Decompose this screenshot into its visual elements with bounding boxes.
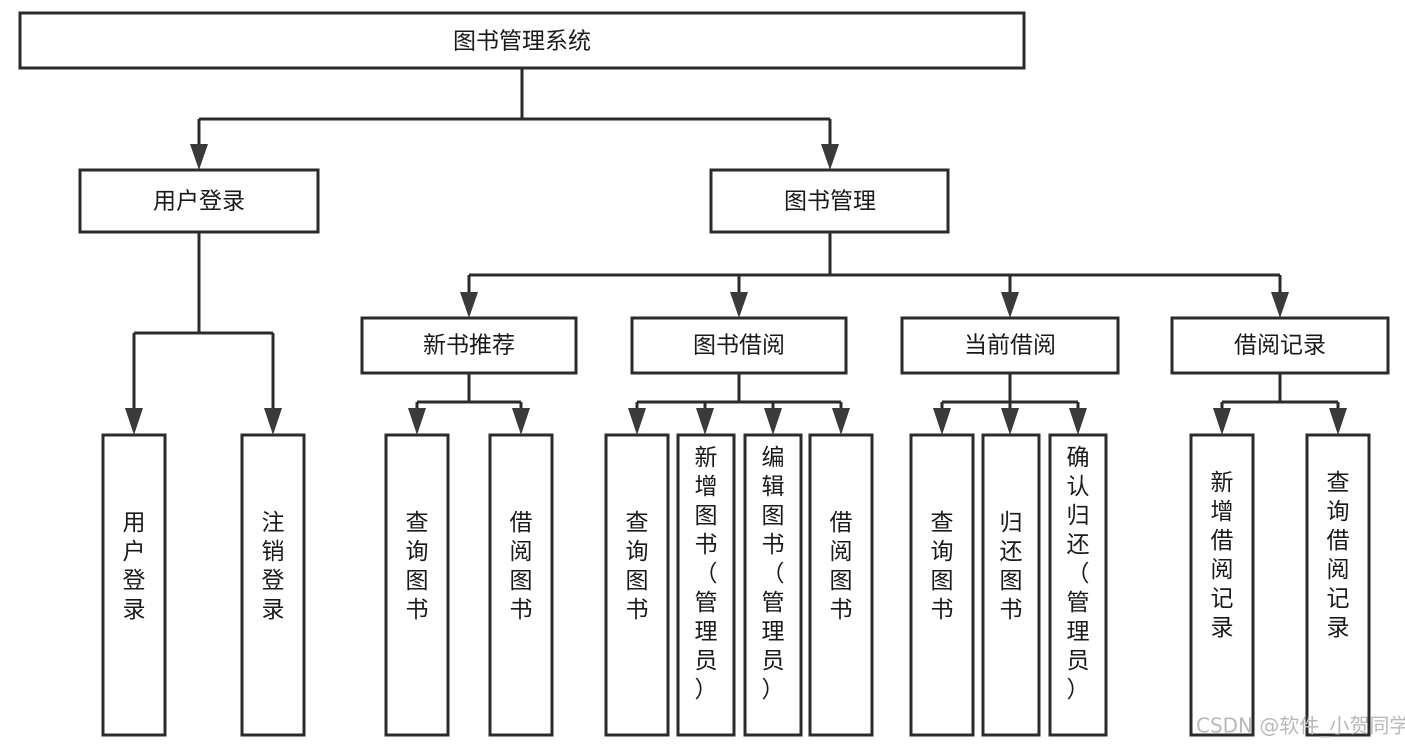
leaf-records-2-label: 查询借阅记录 [1327, 470, 1350, 641]
arrow-new-leaf2 [512, 408, 530, 435]
arrow-records-leaf2 [1329, 408, 1347, 435]
connector-group-borrow [628, 373, 850, 435]
node-book-borrow-box[interactable] [630, 316, 848, 375]
leaf-new-book-1-label: 查询图书 [406, 510, 429, 623]
leaf-current-1-label: 查询图书 [931, 510, 954, 623]
node-book-management-label: 图书管理 [784, 189, 876, 215]
leaf-borrow-4-label: 借阅图书 [830, 510, 853, 623]
leaf-current-2-box[interactable] [981, 433, 1041, 737]
leaf-user-login-2-box[interactable] [240, 433, 306, 737]
leaf-borrow-2[interactable]: 新增图书（管理员） [676, 433, 736, 737]
leaf-borrow-2-box[interactable] [676, 433, 736, 737]
node-book-borrow-label: 图书借阅 [693, 333, 785, 359]
connector-group-records [1213, 373, 1347, 435]
leaf-borrow-1[interactable]: 查询图书 [604, 433, 670, 737]
leaf-user-login-1-label: 用户登录 [123, 510, 146, 623]
arrow-bookmgmt-to-borrow [730, 292, 748, 318]
leaf-user-login-1-box[interactable] [101, 433, 167, 737]
arrow-records-leaf1 [1213, 408, 1231, 435]
node-root-label: 图书管理系统 [453, 29, 591, 55]
leaf-records-2-box[interactable] [1305, 433, 1371, 737]
node-book-management[interactable]: 图书管理 [709, 168, 950, 234]
node-user-login-label: 用户登录 [153, 189, 245, 215]
leaf-user-login-1[interactable]: 用户登录 [101, 433, 167, 737]
leaf-current-3-label: 确认归还（管理员） [1067, 445, 1090, 703]
leaf-current-1-box[interactable] [909, 433, 975, 737]
leaf-borrow-4-box[interactable] [808, 433, 874, 737]
leaf-user-login-2-label: 注销登录 [262, 510, 285, 623]
connector-group-new-book [408, 373, 530, 435]
arrow-current-leaf1 [933, 408, 951, 435]
arrow-new-leaf1 [408, 408, 426, 435]
node-new-book-recommend[interactable]: 新书推荐 [360, 316, 578, 375]
leaf-records-1-box[interactable] [1189, 433, 1255, 737]
node-new-book-recommend-label: 新书推荐 [423, 333, 515, 359]
node-root[interactable]: 图书管理系统 [18, 11, 1026, 70]
node-borrow-records-box[interactable] [1170, 316, 1390, 375]
node-root-box[interactable] [18, 11, 1026, 70]
leaf-records-2[interactable]: 查询借阅记录 [1305, 433, 1371, 737]
leaf-borrow-4[interactable]: 借阅图书 [808, 433, 874, 737]
arrow-bookmgmt-to-records [1271, 292, 1289, 318]
arrow-current-leaf3 [1069, 408, 1087, 435]
node-user-login[interactable]: 用户登录 [78, 168, 320, 234]
leaf-new-book-2[interactable]: 借阅图书 [488, 433, 554, 737]
connector-group-root [190, 68, 839, 170]
leaf-new-book-2-label: 借阅图书 [510, 510, 533, 623]
arrow-root-to-user [190, 144, 208, 170]
leaf-new-book-2-box[interactable] [488, 433, 554, 737]
leaf-borrow-3-box[interactable] [743, 433, 803, 737]
leaf-records-1[interactable]: 新增借阅记录 [1189, 433, 1255, 737]
node-current-borrow-box[interactable] [900, 316, 1120, 375]
leaf-borrow-2-label: 新增图书（管理员） [695, 445, 718, 703]
leaf-borrow-1-box[interactable] [604, 433, 670, 737]
arrow-bookmgmt-to-new [460, 292, 478, 318]
arrow-root-to-bookmgmt [821, 144, 839, 170]
leaf-borrow-3-label: 编辑图书（管理员） [762, 445, 785, 703]
arrow-borrow-leaf4 [832, 408, 850, 435]
connector-group-current [933, 373, 1087, 435]
leaf-new-book-1-box[interactable] [384, 433, 450, 737]
arrow-bookmgmt-to-current [1001, 292, 1019, 318]
leaf-current-1[interactable]: 查询图书 [909, 433, 975, 737]
leaf-borrow-3[interactable]: 编辑图书（管理员） [743, 433, 803, 737]
leaf-user-login-2[interactable]: 注销登录 [240, 433, 306, 737]
leaf-current-3-box[interactable] [1048, 433, 1108, 737]
leaf-current-2[interactable]: 归还图书 [981, 433, 1041, 737]
node-borrow-records-label: 借阅记录 [1234, 333, 1326, 359]
leaf-borrow-1-label: 查询图书 [626, 510, 649, 623]
connector-group-book-mgmt [460, 232, 1289, 318]
arrow-user-leaf1 [125, 408, 143, 435]
node-current-borrow-label: 当前借阅 [964, 333, 1056, 359]
node-user-login-box[interactable] [78, 168, 320, 234]
node-book-management-box[interactable] [709, 168, 950, 234]
leaf-current-2-label: 归还图书 [1000, 510, 1023, 623]
arrow-borrow-leaf3 [764, 408, 782, 435]
watermark-label: CSDN @软件_小贺同学 [1196, 714, 1405, 738]
node-new-book-recommend-box[interactable] [360, 316, 578, 375]
node-book-borrow[interactable]: 图书借阅 [630, 316, 848, 375]
arrow-current-leaf2 [1001, 408, 1019, 435]
arrow-user-leaf2 [264, 408, 282, 435]
node-current-borrow[interactable]: 当前借阅 [900, 316, 1120, 375]
node-borrow-records[interactable]: 借阅记录 [1170, 316, 1390, 375]
leaf-current-3[interactable]: 确认归还（管理员） [1048, 433, 1108, 737]
arrow-borrow-leaf2 [696, 408, 714, 435]
leaf-records-1-label: 新增借阅记录 [1211, 470, 1234, 641]
arrow-borrow-leaf1 [628, 408, 646, 435]
leaf-new-book-1[interactable]: 查询图书 [384, 433, 450, 737]
connector-group-user-login [125, 232, 282, 435]
